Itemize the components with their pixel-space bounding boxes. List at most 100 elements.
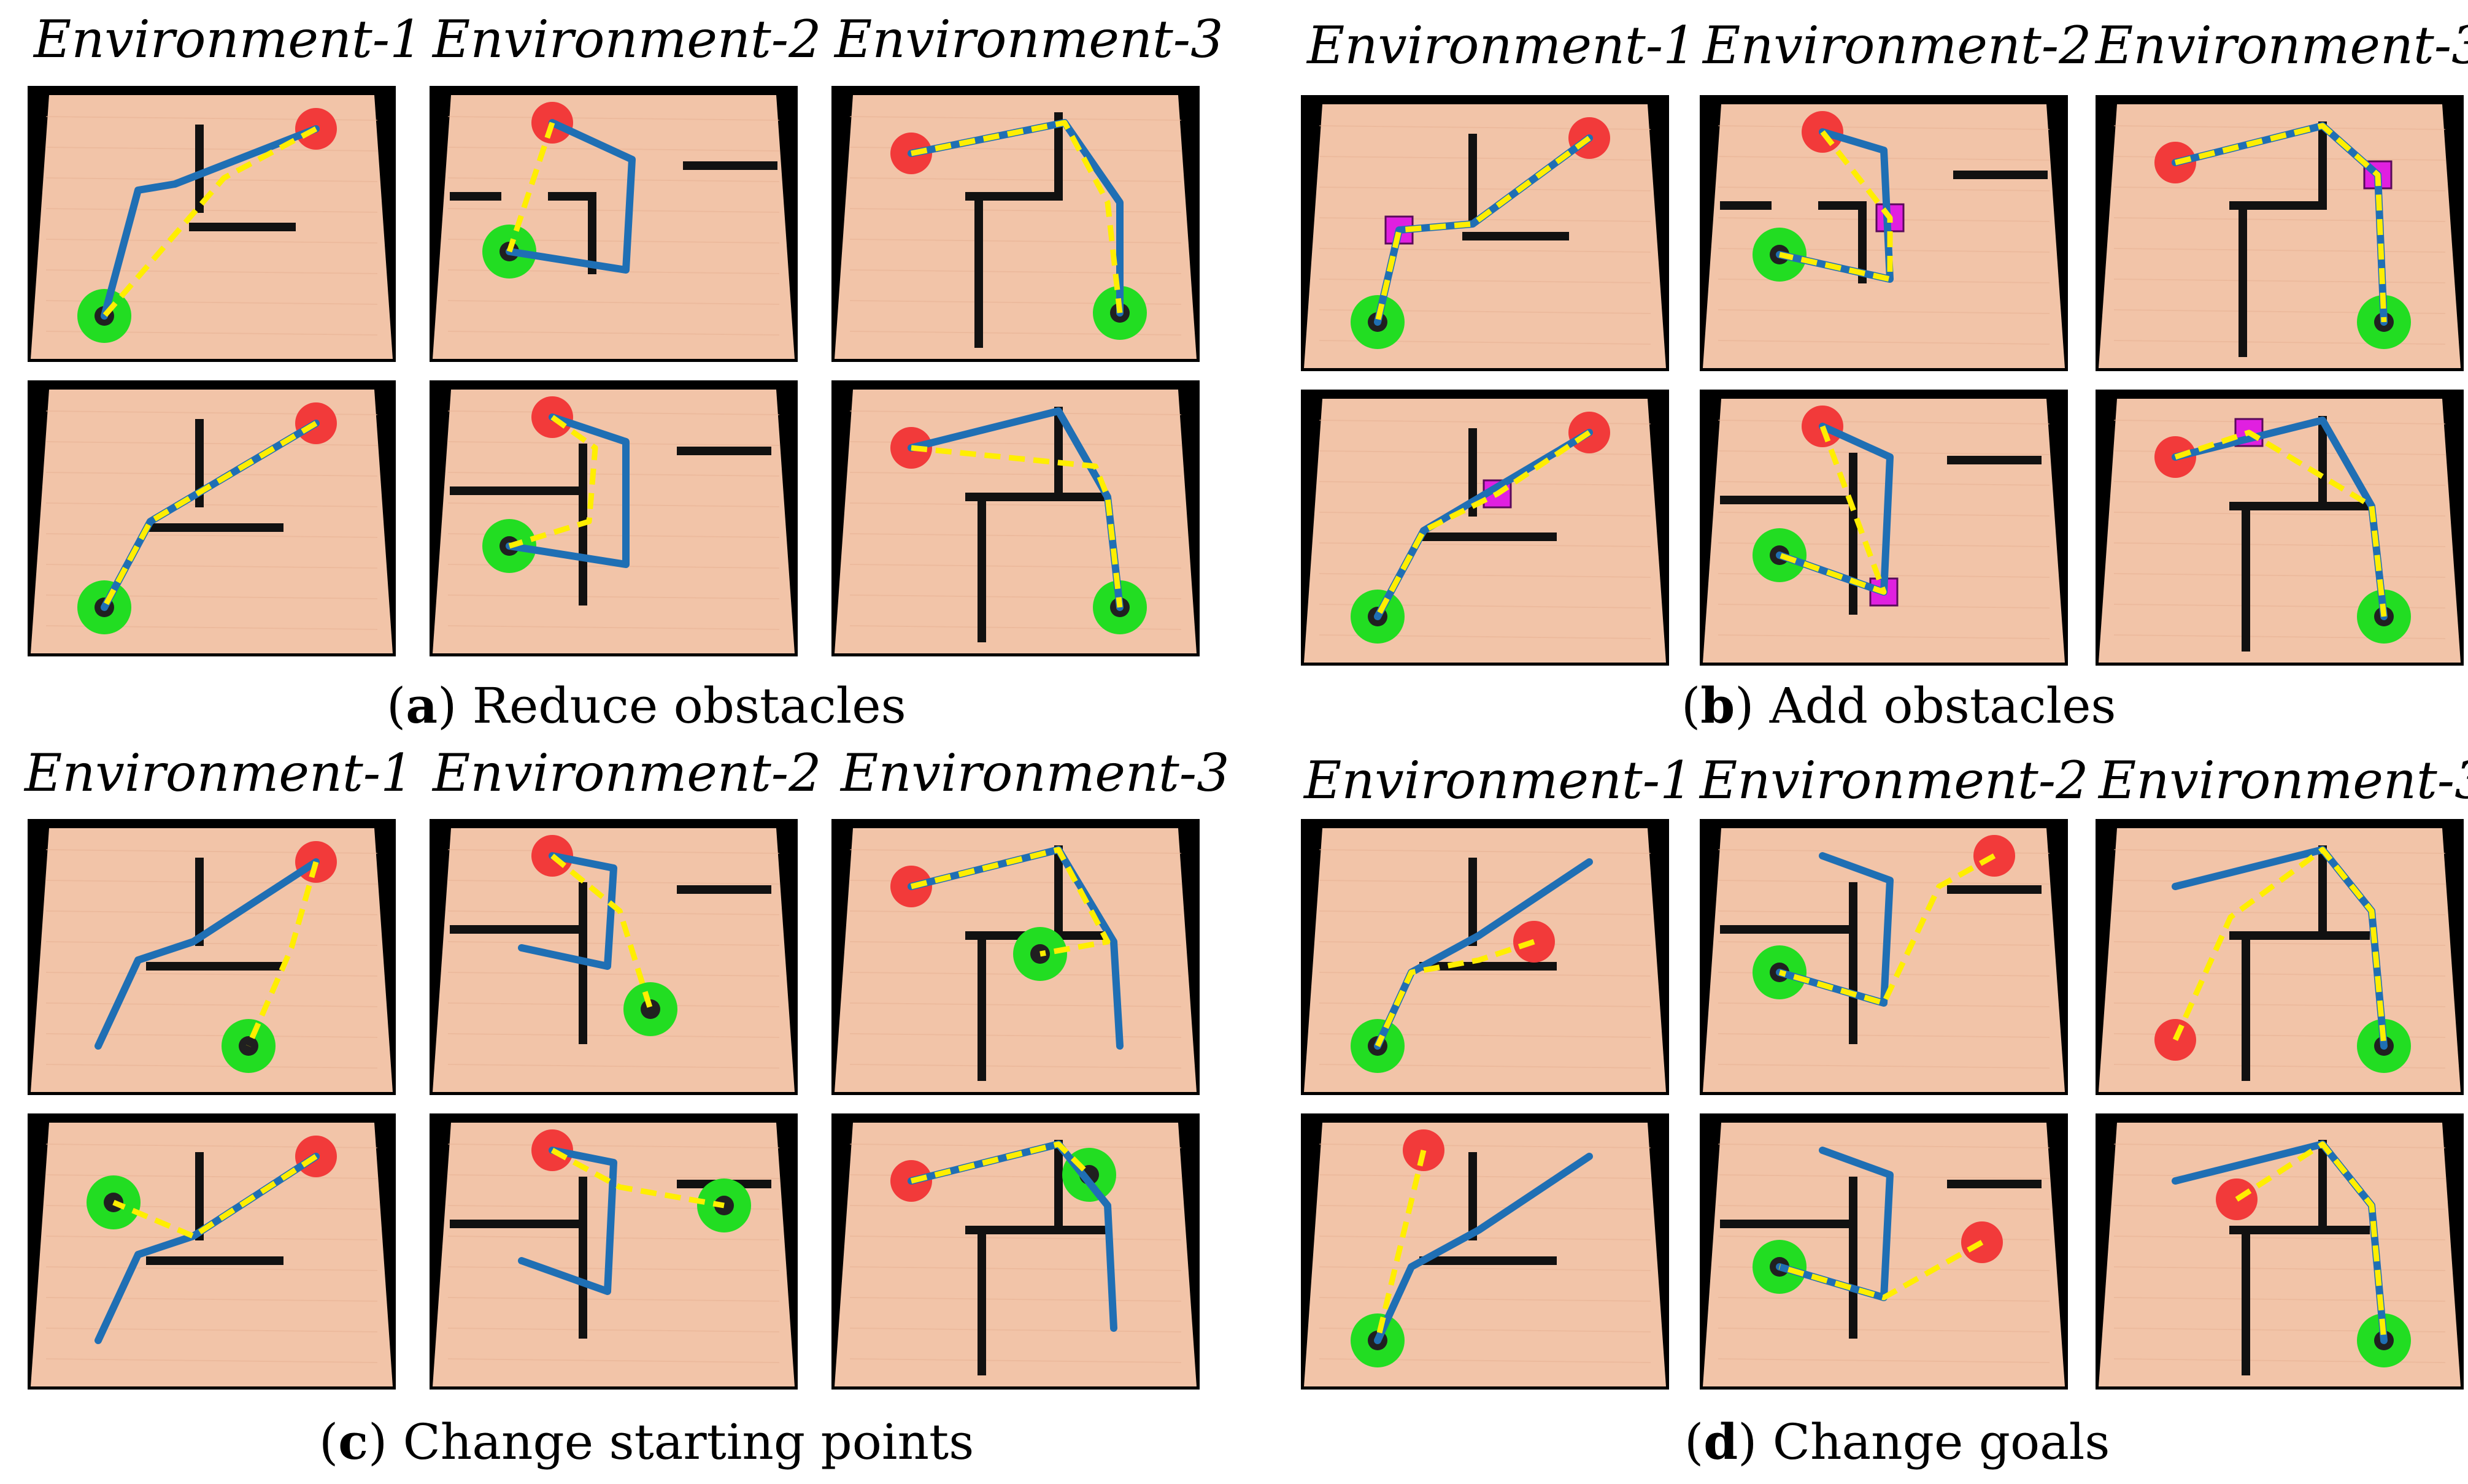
path-yellow bbox=[2172, 847, 2387, 1047]
path-yellow bbox=[550, 853, 654, 1010]
scene-svg bbox=[1301, 1113, 1669, 1390]
wood-grain bbox=[1718, 309, 2050, 314]
scene-panel bbox=[1700, 819, 2068, 1095]
wood-grain bbox=[1319, 1144, 1651, 1148]
scene-svg bbox=[1700, 819, 2068, 1095]
wood-grain bbox=[1319, 880, 1651, 885]
wood-grain bbox=[45, 533, 378, 538]
wood-grain bbox=[45, 472, 378, 477]
wood-grain bbox=[1319, 542, 1651, 547]
env-label-d-3: Environment-3 bbox=[2099, 750, 2468, 810]
wood-grain bbox=[45, 239, 378, 244]
wood-grain bbox=[2113, 910, 2446, 915]
scene-floor bbox=[835, 1123, 1197, 1386]
wood-grain bbox=[1319, 972, 1651, 977]
env-label-d-1: Environment-1 bbox=[1304, 750, 1693, 810]
wood-grain bbox=[849, 116, 1182, 121]
wood-grain bbox=[1319, 910, 1651, 915]
caption-d: (d) Change goals bbox=[1684, 1413, 2110, 1471]
wood-grain bbox=[1718, 910, 2050, 915]
scene-panel bbox=[430, 86, 798, 362]
scene-panel bbox=[28, 1113, 396, 1390]
wood-grain bbox=[447, 594, 780, 599]
wood-grain bbox=[849, 472, 1182, 477]
wood-grain bbox=[2113, 849, 2446, 854]
path-yellow bbox=[550, 1148, 725, 1209]
path-yellow bbox=[1375, 430, 1591, 618]
wood-grain bbox=[2113, 1266, 2446, 1271]
wood-grain bbox=[1718, 880, 2050, 885]
scene-svg bbox=[2096, 95, 2464, 371]
scene-svg bbox=[2096, 390, 2464, 666]
wood-grain bbox=[45, 941, 378, 946]
wood-grain bbox=[2113, 186, 2446, 191]
path-yellow bbox=[911, 445, 1123, 608]
wood-grain bbox=[2113, 1002, 2446, 1007]
wood-grain bbox=[849, 1358, 1182, 1363]
wood-grain bbox=[849, 208, 1182, 213]
wood-grain bbox=[1319, 186, 1651, 191]
wood-grain bbox=[447, 1033, 780, 1038]
wood-grain bbox=[849, 1205, 1182, 1210]
scene-panel bbox=[430, 380, 798, 656]
path-yellow bbox=[102, 421, 318, 609]
scene-svg bbox=[1301, 390, 1669, 666]
scene-panel bbox=[1301, 819, 1669, 1095]
wood-grain bbox=[1319, 1236, 1651, 1240]
path-blue bbox=[94, 858, 320, 1050]
wood-grain bbox=[45, 177, 378, 182]
wood-grain bbox=[849, 564, 1182, 569]
wood-grain bbox=[447, 1002, 780, 1007]
wood-grain bbox=[447, 177, 780, 182]
env-label-b-3: Environment-3 bbox=[2096, 15, 2468, 75]
path-yellow bbox=[506, 121, 555, 253]
wood-grain bbox=[1718, 1174, 2050, 1179]
wood-grain bbox=[447, 502, 780, 507]
scene-panel bbox=[1301, 390, 1669, 666]
caption-c: (c) Change starting points bbox=[319, 1413, 974, 1471]
wood-grain bbox=[447, 941, 780, 946]
wood-grain bbox=[447, 441, 780, 446]
env-label-b-1: Environment-1 bbox=[1307, 15, 1696, 75]
path-yellow bbox=[1778, 853, 1996, 1006]
scene-svg bbox=[1700, 390, 2068, 666]
caption-b: (b) Add obstacles bbox=[1681, 677, 2116, 734]
scene-panel bbox=[2096, 1113, 2464, 1390]
scene-panel bbox=[1700, 95, 2068, 371]
wood-grain bbox=[2113, 481, 2446, 486]
path-yellow bbox=[2235, 1141, 2387, 1341]
caption-c-title: Change starting points bbox=[403, 1413, 974, 1471]
wood-grain bbox=[2113, 941, 2446, 946]
wood-grain bbox=[447, 1144, 780, 1148]
caption-a-letter: a bbox=[406, 677, 438, 734]
wood-grain bbox=[447, 1328, 780, 1332]
path-yellow bbox=[102, 126, 318, 318]
wood-grain bbox=[45, 1174, 378, 1179]
wood-grain bbox=[2113, 125, 2446, 130]
scene-svg bbox=[2096, 1113, 2464, 1390]
wood-grain bbox=[2113, 279, 2446, 283]
scene-panel bbox=[28, 380, 396, 656]
path-yellow bbox=[112, 1154, 318, 1239]
path-yellow bbox=[910, 1141, 1092, 1184]
path-blue bbox=[506, 119, 636, 274]
scene-svg bbox=[1700, 1113, 2068, 1390]
wood-grain bbox=[447, 849, 780, 854]
wood-grain bbox=[1718, 420, 2050, 425]
path-yellow bbox=[245, 861, 319, 1047]
wood-grain bbox=[447, 300, 780, 305]
scene-panel bbox=[1301, 1113, 1669, 1390]
caption-a-title: Reduce obstacles bbox=[472, 677, 906, 734]
scene-svg bbox=[1700, 95, 2068, 371]
wood-grain bbox=[1319, 849, 1651, 854]
scene-svg bbox=[430, 819, 798, 1095]
path-blue bbox=[94, 1153, 320, 1344]
wood-grain bbox=[45, 502, 378, 507]
path-blue bbox=[518, 1147, 617, 1295]
scene-svg bbox=[430, 86, 798, 362]
env-label-a-3: Environment-3 bbox=[835, 9, 1224, 69]
wood-grain bbox=[2113, 573, 2446, 578]
wood-grain bbox=[447, 1358, 780, 1363]
scene-panel bbox=[430, 819, 798, 1095]
scene-panel bbox=[831, 380, 1200, 656]
